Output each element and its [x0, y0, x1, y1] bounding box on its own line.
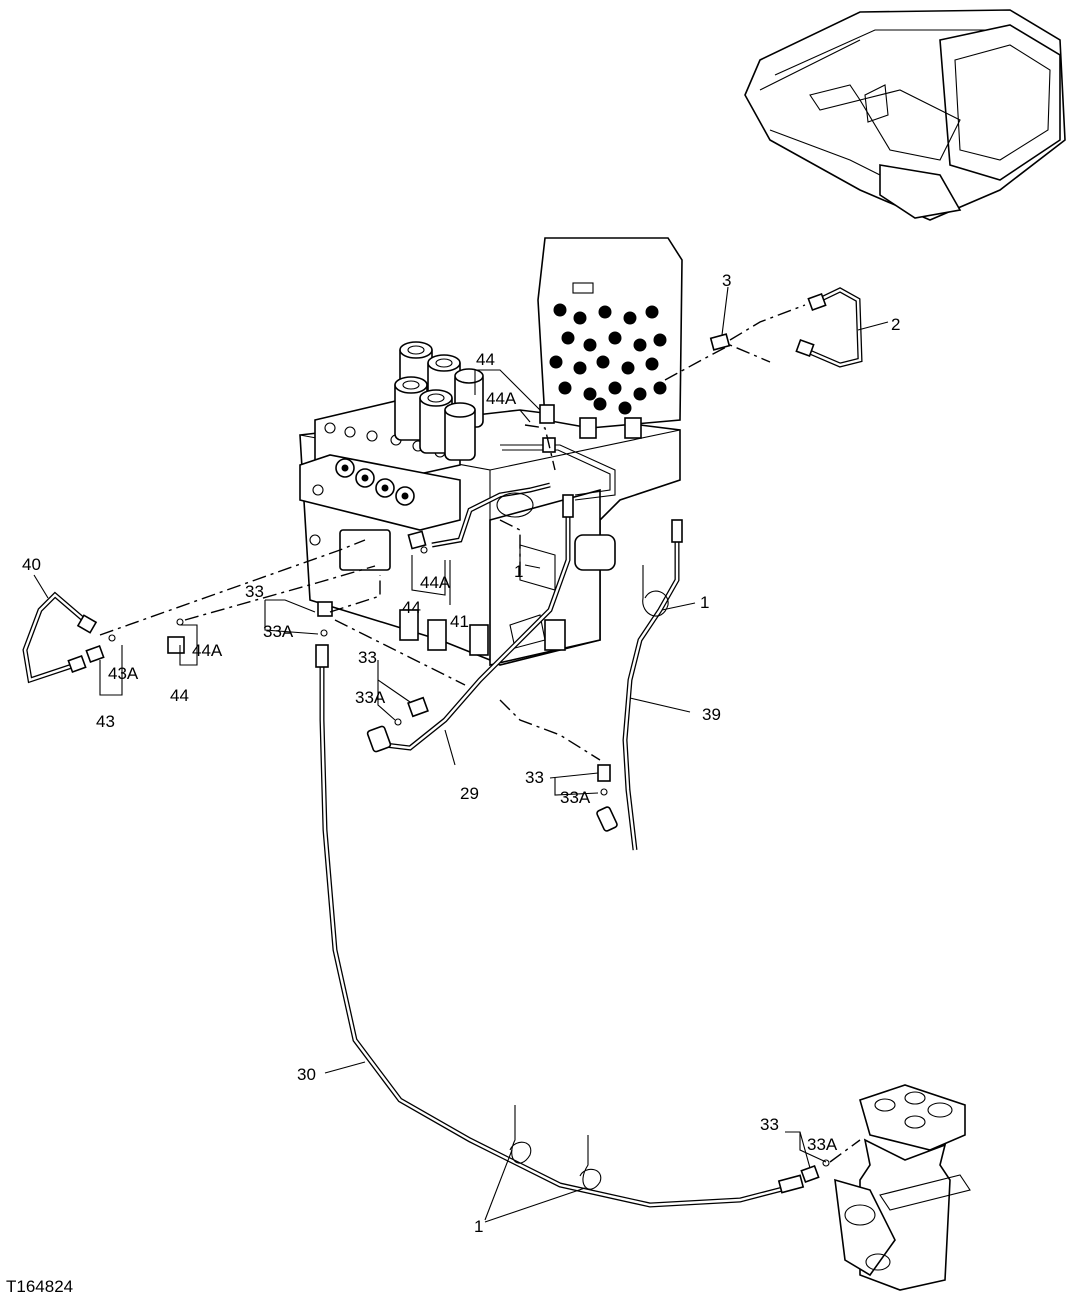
callout-44-left: 44	[170, 686, 189, 705]
hose-39	[596, 519, 683, 851]
fitting-33-swivel	[800, 1159, 830, 1184]
clamp-bottom-right	[579, 1135, 602, 1190]
fitting-44-left	[167, 618, 185, 654]
pilot-signal-manifold	[537, 237, 683, 439]
callout-33-low: 33	[525, 768, 544, 787]
hose-41	[431, 482, 551, 548]
fitting-44-mid	[407, 530, 428, 554]
fitting-33-top	[317, 601, 333, 637]
callout-44-mid: 44	[402, 598, 421, 617]
hose-30	[315, 644, 805, 1208]
callout-43: 43	[96, 712, 115, 731]
clamp-hose-39	[642, 565, 669, 617]
callout-44-top: 44	[476, 350, 495, 369]
callout-33-mid: 33	[358, 648, 377, 667]
callout-40: 40	[22, 555, 41, 574]
callout-29: 29	[460, 784, 479, 803]
callout-44a-left: 44A	[192, 641, 223, 660]
callout-44a-top: 44A	[486, 389, 517, 408]
callout-30: 30	[297, 1065, 316, 1084]
callout-33a-top: 33A	[263, 622, 294, 641]
center-swivel-assembly	[834, 1084, 971, 1291]
machine-locator-illustration	[744, 9, 1066, 221]
callout-33-top: 33	[245, 582, 264, 601]
hose-29	[366, 494, 574, 753]
callout-33a-mid: 33A	[355, 688, 386, 707]
callout-39: 39	[702, 705, 721, 724]
callout-33a-low: 33A	[560, 788, 591, 807]
callout-1-mid: 1	[514, 562, 523, 581]
figure-id: T164824	[6, 1277, 73, 1296]
callout-3: 3	[722, 271, 731, 290]
callout-44a-mid: 44A	[420, 573, 451, 592]
callout-2: 2	[891, 315, 900, 334]
fitting-33-mid	[394, 696, 429, 726]
assembly-centerlines	[99, 304, 861, 1163]
callout-43a: 43A	[108, 664, 139, 683]
callout-33a-swivel: 33A	[807, 1135, 838, 1154]
leader-lines	[33, 286, 889, 1223]
callout-labels: 40 43A 43 44A 44 33 33A 44 44A 1 44A 44 …	[22, 271, 900, 1236]
fitting-43	[85, 634, 116, 664]
fitting-33-low	[597, 764, 611, 796]
callout-33-swivel: 33	[760, 1115, 779, 1134]
control-valve	[299, 341, 681, 667]
clamp-bottom-left	[509, 1105, 532, 1164]
fitting-3	[709, 333, 731, 351]
tube-2	[795, 287, 863, 368]
callout-1-right: 1	[700, 593, 709, 612]
tube-bundle	[500, 404, 616, 501]
callout-41: 41	[450, 612, 469, 631]
tube-40	[22, 591, 98, 684]
callout-1-bottom: 1	[474, 1217, 483, 1236]
